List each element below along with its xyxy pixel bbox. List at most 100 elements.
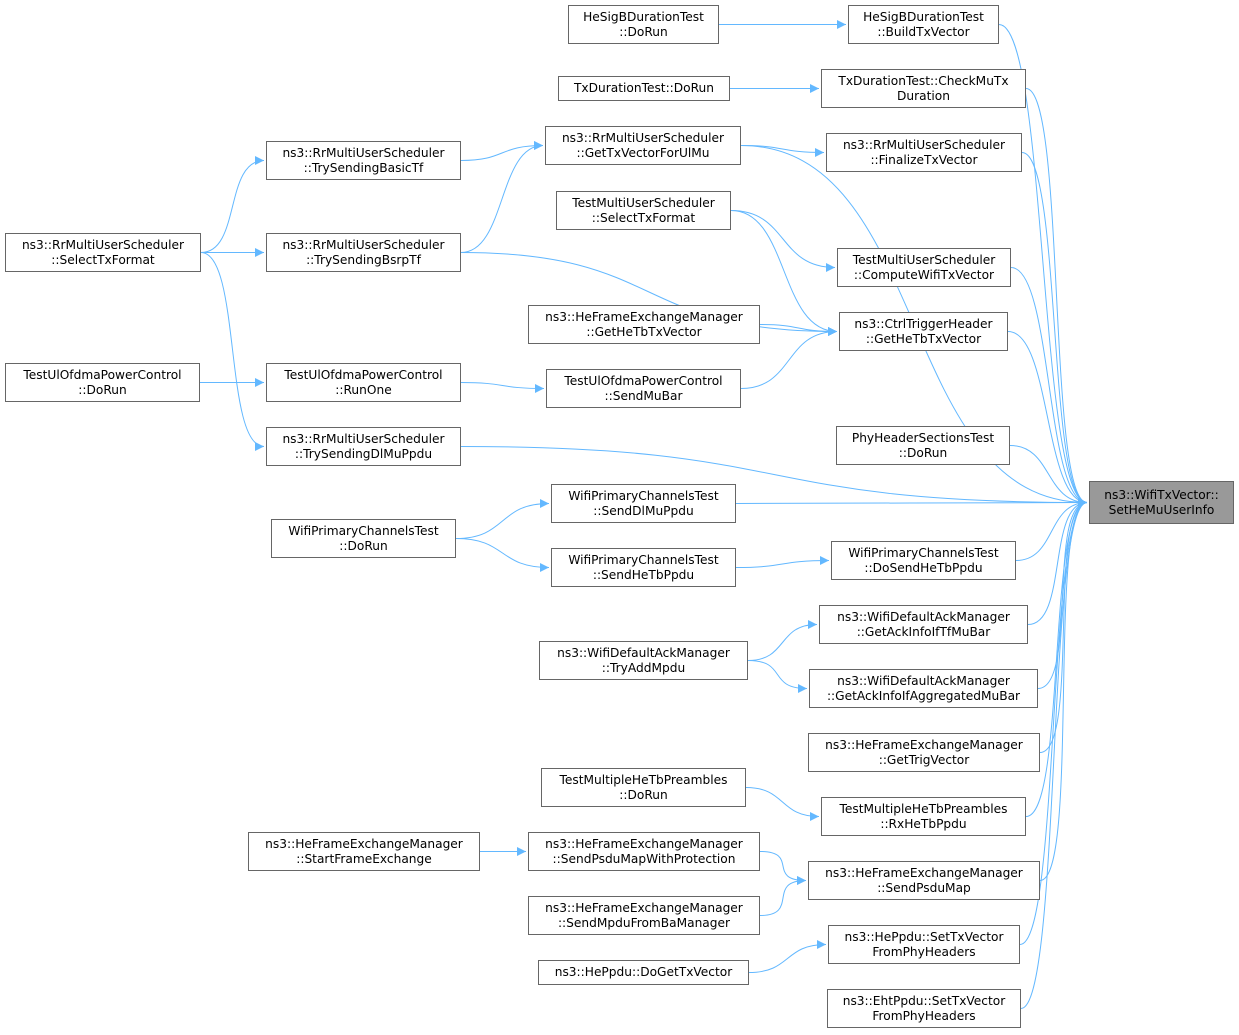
node-label-line: ::DoRun <box>898 445 948 460</box>
node-label-line: ns3::HePpdu::DoGetTxVector <box>554 965 733 979</box>
edge-n_wpc_dosend-to-n_target <box>1015 498 1088 561</box>
node-label-line: ns3::EhtPpdu::SetTxVector <box>842 993 1006 1008</box>
node-label-line: FromPhyHeaders <box>872 1008 976 1023</box>
edge-n_tmus_compute-to-n_target <box>1010 267 1088 507</box>
node-label-line: TestUlOfdmaPowerControl <box>564 373 723 388</box>
node-defaultack-getackinfoifaggregatedmubar[interactable]: ns3::WifiDefaultAckManager::GetAckInfoIf… <box>809 669 1038 708</box>
node-ulofdma-dorun[interactable]: TestUlOfdmaPowerControl::DoRun <box>5 363 200 402</box>
edge-n_hefem_gethetb-to-n_ctrl <box>759 324 838 336</box>
node-label-line: ::SelectTxFormat <box>51 252 155 267</box>
node-label-line: ::DoRun <box>619 24 668 39</box>
node-hefem-sendpsdumapwithprotection[interactable]: ns3::HeFrameExchangeManager::SendPsduMap… <box>528 832 760 871</box>
node-label-line: SetHeMuUserInfo <box>1108 502 1215 517</box>
edge-n_ctrl-to-n_target <box>1007 331 1088 507</box>
node-wpc-senddlmuppdu[interactable]: WifiPrimaryChannelsTest::SendDlMuPpdu <box>551 484 736 523</box>
node-rr-trysendingdlmuppdu[interactable]: ns3::RrMultiUserScheduler::TrySendingDlM… <box>266 427 461 466</box>
node-hefem-sendmpdufrombamanager[interactable]: ns3::HeFrameExchangeManager::SendMpduFro… <box>528 896 760 935</box>
node-wpc-dorun[interactable]: WifiPrimaryChannelsTest::DoRun <box>271 519 456 558</box>
node-wpc-dosendhetbppdu[interactable]: WifiPrimaryChannelsTest::DoSendHeTbPpdu <box>831 541 1016 580</box>
edge-n_wpc_run-to-n_wpc_hetb <box>455 538 550 572</box>
node-label-line: ns3::WifiDefaultAckManager <box>837 609 1010 624</box>
node-label-line: ::SendMuBar <box>604 388 683 403</box>
node-ulofdma-sendmubar[interactable]: TestUlOfdmaPowerControl::SendMuBar <box>546 369 741 408</box>
edge-n_txdur_check-to-n_target <box>1025 88 1088 507</box>
node-wpc-sendhetbppdu[interactable]: WifiPrimaryChannelsTest::SendHeTbPpdu <box>551 548 736 587</box>
node-label-line: ::GetTxVectorForUlMu <box>576 145 710 160</box>
node-label-line: ::SendMpduFromBaManager <box>557 915 731 930</box>
node-rr-selecttxformat[interactable]: ns3::RrMultiUserScheduler::SelectTxForma… <box>5 233 201 272</box>
edge-n_tmus_select-to-n_ctrl <box>730 210 838 336</box>
node-label-line: ::SelectTxFormat <box>591 210 696 225</box>
edge-n_wpc_hetb-to-n_wpc_dosend <box>735 556 830 568</box>
node-label-line: ns3::RrMultiUserScheduler <box>282 145 445 160</box>
node-txduration-dorun[interactable]: TxDurationTest::DoRun <box>558 76 730 101</box>
node-label-line: ::DoSendHeTbPpdu <box>864 560 983 575</box>
node-label-line: HeSigBDurationTest <box>583 9 704 24</box>
edge-n_hefem_sendba-to-n_hefem_sendmap <box>759 876 807 916</box>
node-label-line: ns3::RrMultiUserScheduler <box>282 237 445 252</box>
edge-n_tmhe_run-to-n_tmhe_rx <box>745 787 820 821</box>
node-label-line: ns3::RrMultiUserScheduler <box>282 431 445 446</box>
node-defaultack-getackinfoiftfmubar[interactable]: ns3::WifiDefaultAckManager::GetAckInfoIf… <box>819 605 1028 644</box>
node-hefem-sendpsdumap[interactable]: ns3::HeFrameExchangeManager::SendPsduMap <box>808 861 1040 900</box>
node-label-line: ::FinalizeTxVector <box>870 152 978 167</box>
node-phyheadersections-dorun[interactable]: PhyHeaderSectionsTest::DoRun <box>836 426 1010 465</box>
node-target-sethemuuserinfo: ns3::WifiTxVector::SetHeMuUserInfo <box>1089 481 1234 524</box>
node-label-line: ::DoRun <box>339 538 388 553</box>
node-label-line: ::TrySendingBasicTf <box>303 160 424 175</box>
node-label-line: ns3::RrMultiUserScheduler <box>561 130 725 145</box>
edge-n_ulofdma_runone-to-n_ulofdma_send <box>460 382 545 393</box>
node-hefem-gettrigvector[interactable]: ns3::HeFrameExchangeManager::GetTrigVect… <box>808 733 1040 772</box>
node-label-line: ::TrySendingDlMuPpdu <box>294 446 433 461</box>
node-label-line: ::RunOne <box>335 382 392 397</box>
node-rr-trysendingbasictf[interactable]: ns3::RrMultiUserScheduler::TrySendingBas… <box>266 141 461 180</box>
node-hesigb-buildtxvector[interactable]: HeSigBDurationTest::BuildTxVector <box>848 5 999 44</box>
node-label-line: ::BuildTxVector <box>877 24 970 39</box>
node-ulofdma-runone[interactable]: TestUlOfdmaPowerControl::RunOne <box>266 363 461 402</box>
node-label-line: ns3::CtrlTriggerHeader <box>854 316 993 331</box>
node-heppdu-dogettxvector[interactable]: ns3::HePpdu::DoGetTxVector <box>538 960 749 985</box>
node-tmhe-dorun[interactable]: TestMultipleHeTbPreambles::DoRun <box>541 768 746 807</box>
node-hefem-startframeexchange[interactable]: ns3::HeFrameExchangeManager::StartFrameE… <box>248 832 480 871</box>
node-ctrltrigger-gethetbtxvector[interactable]: ns3::CtrlTriggerHeader::GetHeTbTxVector <box>839 312 1008 351</box>
edge-n_rr_select-to-n_rr_basic <box>200 156 265 253</box>
edge-n_tmhe_rx-to-n_target <box>1025 498 1088 817</box>
node-rr-finalizetxvector[interactable]: ns3::RrMultiUserScheduler::FinalizeTxVec… <box>826 133 1022 172</box>
edge-n_hesig_build-to-n_target <box>998 24 1088 507</box>
node-rr-gettxvectorforulmu[interactable]: ns3::RrMultiUserScheduler::GetTxVectorFo… <box>545 126 741 165</box>
node-hefem-gethetbtxvector[interactable]: ns3::HeFrameExchangeManager::GetHeTbTxVe… <box>528 305 760 344</box>
node-testmus-selecttxformat[interactable]: TestMultiUserScheduler::SelectTxFormat <box>556 191 731 230</box>
node-label-line: TxDurationTest::CheckMuTx <box>838 73 1009 88</box>
node-label-line: FromPhyHeaders <box>872 944 976 959</box>
node-label-line: ns3::HePpdu::SetTxVector <box>844 929 1004 944</box>
edge-n_rr_bsrp-to-n_ctrl <box>460 252 838 336</box>
edge-n_heppdu_get-to-n_heppdu_set <box>748 940 827 973</box>
edge-n_tmus_select-to-n_tmus_compute <box>730 210 836 272</box>
node-defaultack-tryaddmpdu[interactable]: ns3::WifiDefaultAckManager::TryAddMpdu <box>539 641 748 680</box>
node-label-line: ns3::WifiDefaultAckManager <box>557 645 730 660</box>
edge-n_heppdu_set-to-n_target <box>1019 498 1088 945</box>
node-label-line: ::GetHeTbTxVector <box>586 324 702 339</box>
node-label-line: ::GetAckInfoIfAggregatedMuBar <box>826 688 1021 703</box>
node-label-line: ::SendDlMuPpdu <box>593 503 694 518</box>
edge-n_ehtppdu_set-to-n_target <box>1020 498 1088 1009</box>
node-label-line: HeSigBDurationTest <box>863 9 984 24</box>
node-label-line: ns3::WifiTxVector:: <box>1104 487 1219 502</box>
node-label-line: ::TryAddMpdu <box>601 660 686 675</box>
node-hesigb-dorun[interactable]: HeSigBDurationTest::DoRun <box>568 5 719 44</box>
edge-n_ulofdma_send-to-n_ctrl <box>740 327 838 389</box>
node-tmhe-rxhetbppdu[interactable]: TestMultipleHeTbPreambles::RxHeTbPpdu <box>821 797 1026 836</box>
edge-n_rr_basic-to-n_rr_getul <box>460 141 544 161</box>
node-label-line: Duration <box>897 88 950 103</box>
node-testmus-computewifitxvector[interactable]: TestMultiUserScheduler::ComputeWifiTxVec… <box>837 248 1011 287</box>
node-rr-trysendingbsrptf[interactable]: ns3::RrMultiUserScheduler::TrySendingBsr… <box>266 233 461 272</box>
edge-n_rr_getul-to-n_rr_final <box>740 145 825 157</box>
node-label-line: ns3::WifiDefaultAckManager <box>837 673 1010 688</box>
node-label-line: ns3::HeFrameExchangeManager <box>825 737 1023 752</box>
node-label-line: TxDurationTest::DoRun <box>573 81 714 95</box>
